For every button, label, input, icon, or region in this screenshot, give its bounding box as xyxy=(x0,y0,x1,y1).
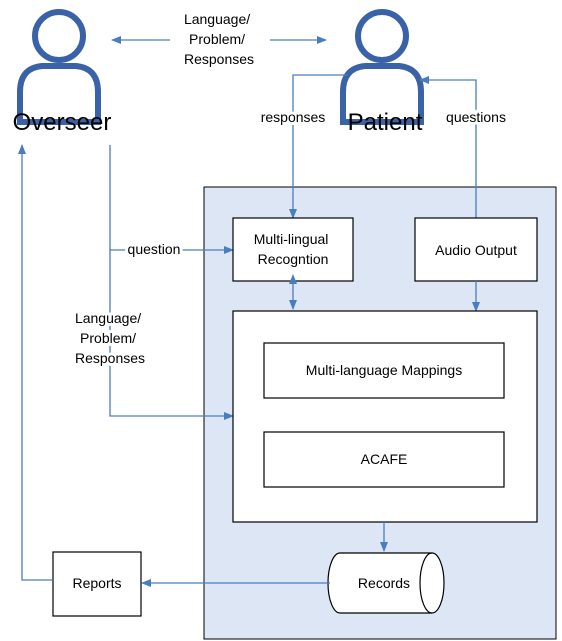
responses-arrow xyxy=(289,74,348,219)
recognition-label: Multi-lingual Recogntion xyxy=(254,231,333,267)
acafe-box xyxy=(263,431,505,488)
overseer-label: Overseer xyxy=(13,109,112,136)
overseer-input-label: Language/ Problem/ Responses xyxy=(75,310,145,366)
reports-label: Reports xyxy=(72,575,121,591)
mappings-label: Multi-language Mappings xyxy=(306,362,462,378)
mappings-box xyxy=(263,342,505,399)
recognition-box xyxy=(232,217,354,282)
top-exchange-label: Language/ Problem/ Responses xyxy=(184,11,254,67)
patient-label: Patient xyxy=(348,109,423,136)
overseer-input-arrow xyxy=(109,250,234,420)
acafe-label: ACAFE xyxy=(361,451,408,467)
overseer-icon xyxy=(17,9,101,125)
question-label: question xyxy=(128,241,181,257)
responses-label: responses xyxy=(261,109,326,125)
records-store xyxy=(327,552,445,614)
questions-label: questions xyxy=(446,109,506,125)
patient-icon xyxy=(340,9,424,125)
reports-overseer-arrow xyxy=(18,144,53,581)
audio-output-label: Audio Output xyxy=(435,242,517,258)
reports-box xyxy=(52,551,142,617)
records-label: Records xyxy=(358,575,410,591)
questions-arrow xyxy=(419,76,477,218)
audio-output-box xyxy=(414,217,538,282)
